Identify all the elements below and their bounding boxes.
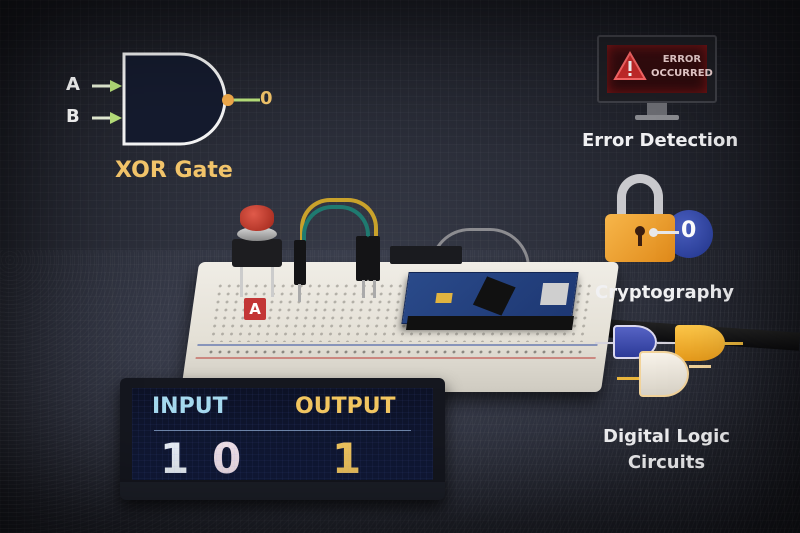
monitor-foot [635, 115, 679, 120]
white-gate [639, 351, 689, 397]
padlock-icon: 0 [603, 174, 723, 269]
digital-logic-label: Digital Logic Circuits [603, 424, 730, 476]
gate-wire-in [595, 342, 615, 344]
jumper-connector-left [294, 240, 306, 285]
display-divider [154, 430, 411, 431]
sensor-module [390, 246, 462, 264]
keyhole-icon [635, 226, 645, 246]
monitor-error-icon: ERROR OCCURRED [597, 35, 717, 125]
input-value-a: 1 [160, 434, 190, 483]
gate-wire-white-out [689, 365, 711, 368]
push-button-ring [237, 227, 277, 241]
key-line [653, 231, 679, 234]
output-heading: OUTPUT [295, 394, 396, 419]
monitor-stand [647, 103, 667, 115]
gate-wire-link [657, 342, 677, 344]
teal-jumper-wire [302, 205, 370, 260]
gold-gate [675, 325, 725, 361]
key-dot [649, 228, 658, 237]
push-button-cap [240, 205, 274, 231]
error-detection-label: Error Detection [582, 130, 739, 151]
padlock-shackle [617, 174, 663, 224]
jumper-pin-left [298, 284, 301, 302]
mcu-usb-port [540, 283, 570, 305]
monitor-screen: ERROR OCCURRED [607, 45, 713, 93]
breadboard-rail-red [195, 357, 596, 359]
truth-display-panel: INPUT OUTPUT 1 0 1 [120, 378, 445, 500]
cryptography-label: Cryptography [595, 282, 735, 303]
breadboard-rail-holes [205, 348, 588, 356]
digital-logic-line-2: Circuits [627, 452, 706, 473]
monitor-frame: ERROR OCCURRED [597, 35, 717, 103]
digital-logic-line-1: Digital Logic [603, 426, 730, 447]
input-heading: INPUT [152, 394, 228, 419]
output-value: 1 [332, 434, 362, 483]
input-value-b: 0 [212, 434, 242, 483]
push-button-body [232, 239, 282, 267]
xor-gate-symbol-icon [92, 52, 260, 146]
push-button[interactable] [232, 205, 282, 300]
xor-gate-title: XOR Gate [115, 158, 233, 183]
error-line-1: ERROR [662, 54, 702, 65]
logic-gates-icon [595, 325, 745, 400]
mcu-pin-header [406, 316, 574, 330]
monitor-error-text: ERROR OCCURRED [651, 53, 713, 81]
gate-wire-out [723, 342, 743, 345]
gate-wire-white-in [617, 377, 641, 380]
button-a-tag: A [244, 298, 266, 320]
padlock-body [605, 214, 675, 262]
error-line-2: OCCURRED [651, 68, 713, 79]
jumper-pin-right-1 [362, 280, 365, 298]
xor-gate-diagram: A B 0 XOR Gate [60, 50, 290, 200]
breadboard-rail-blue [197, 344, 598, 346]
jumper-pin-right-2 [373, 280, 376, 298]
jumper-connector-right-2 [368, 236, 380, 281]
warning-triangle-icon [613, 51, 647, 80]
xor-output-label: 0 [260, 88, 273, 109]
mcu-chip [472, 276, 516, 316]
bit-badge-text: 0 [681, 218, 697, 243]
mcu-component [435, 293, 453, 303]
display-screen: INPUT OUTPUT 1 0 1 [132, 388, 433, 483]
jumper-connector-right-1 [356, 236, 368, 281]
xor-input-a-label: A [66, 74, 80, 95]
push-button-legs [240, 267, 274, 297]
xor-input-b-label: B [66, 106, 80, 127]
display-base [120, 482, 445, 500]
